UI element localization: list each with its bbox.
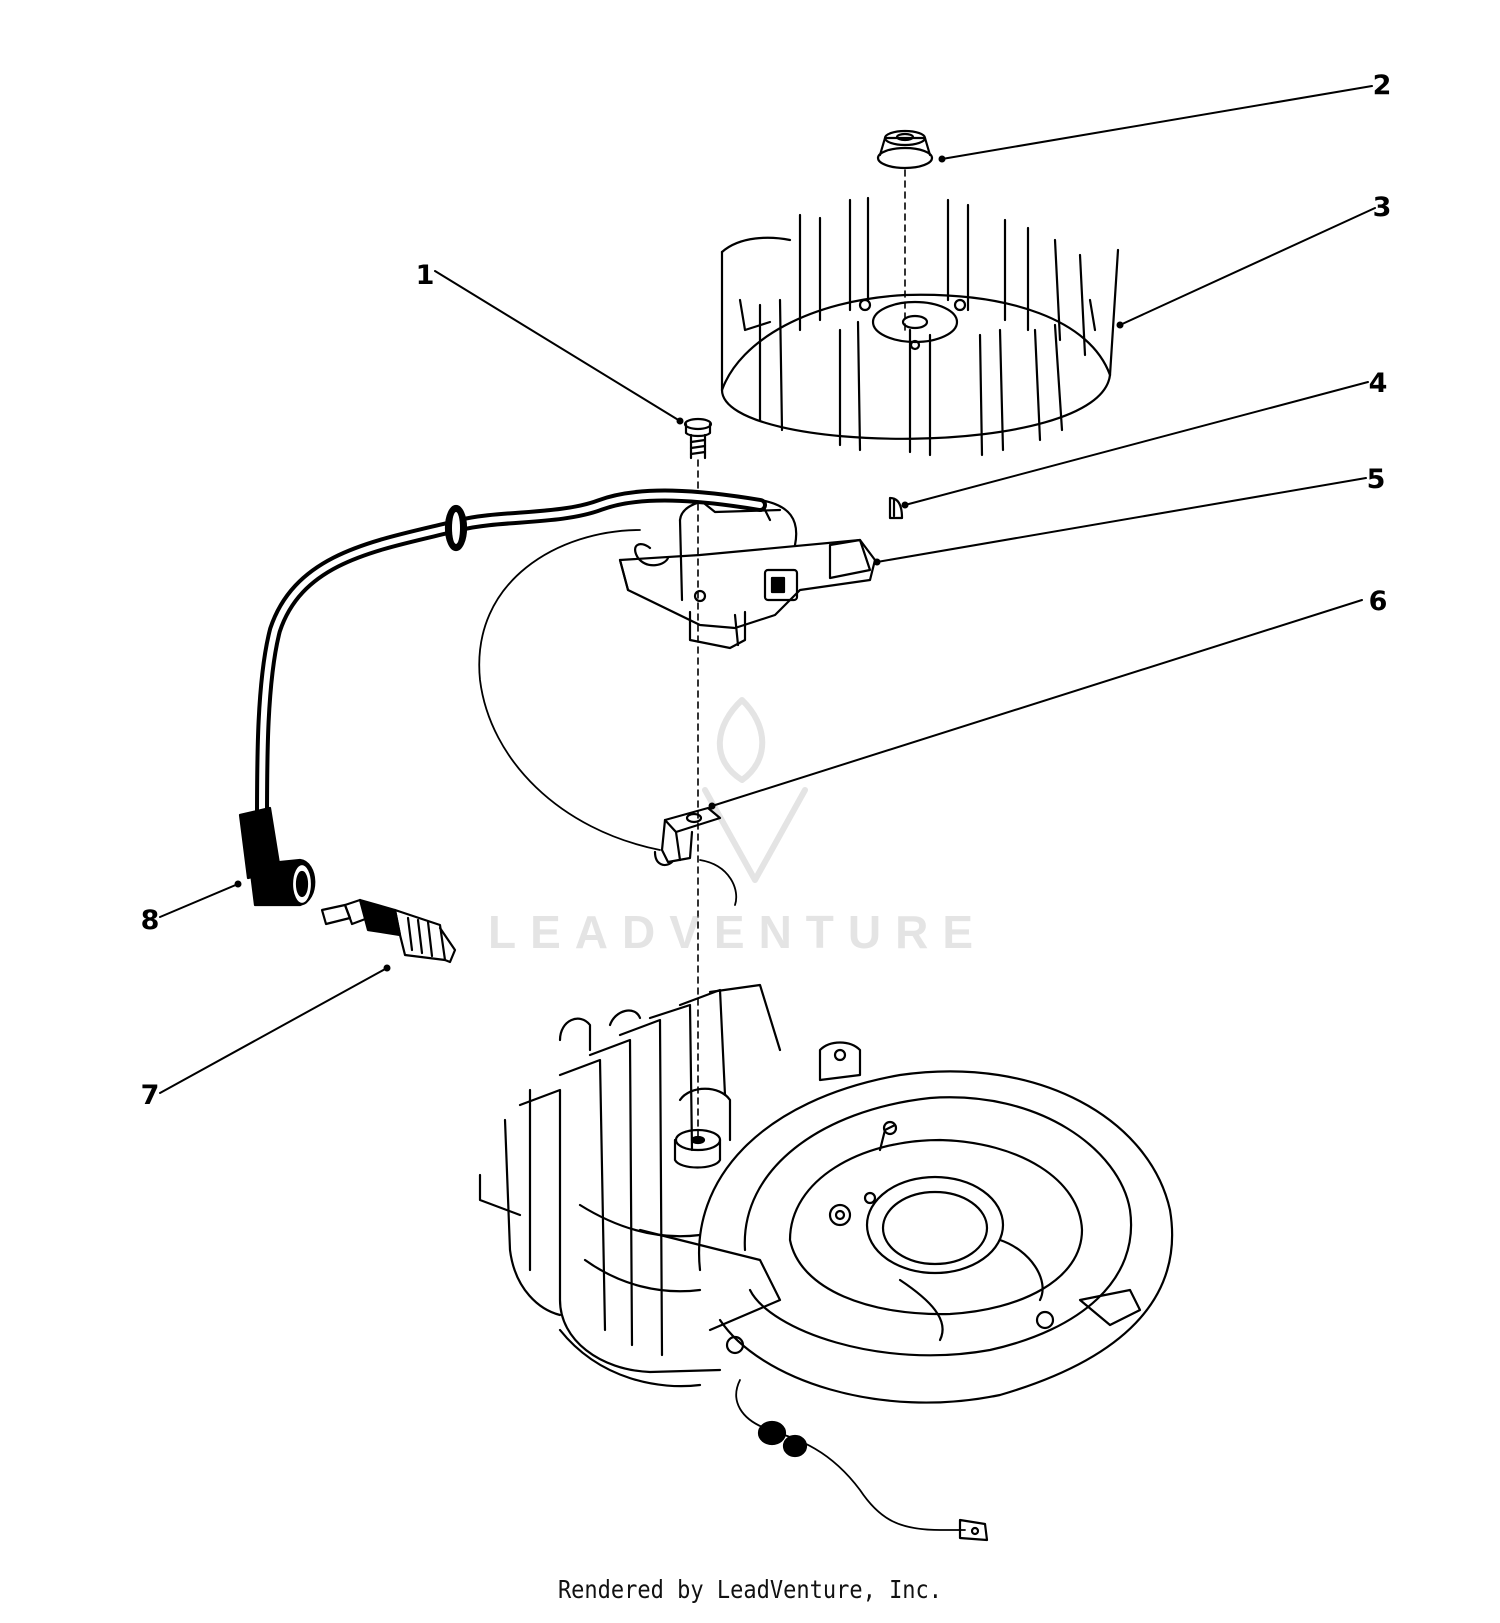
watermark-logo <box>702 697 808 883</box>
ground-clip <box>653 806 722 866</box>
spark-plug-boot <box>238 806 316 907</box>
watermark-text: LEADVENTURE <box>488 906 988 958</box>
ground-wire <box>478 529 738 906</box>
mounting-screw <box>683 417 713 1141</box>
callout-1: 1 <box>416 260 435 291</box>
callout-4: 4 <box>1369 368 1388 399</box>
spark-plug-lead <box>255 488 767 827</box>
flywheel <box>720 196 1120 457</box>
callout-8: 8 <box>141 905 160 936</box>
callout-6: 6 <box>1369 586 1388 617</box>
ignition-module <box>618 497 877 650</box>
callout-7: 7 <box>141 1080 160 1111</box>
engine-block <box>478 983 1174 1404</box>
footer-credit: Rendered by LeadVenture, Inc. <box>557 1576 943 1605</box>
woodruff-key <box>888 496 904 520</box>
leader-lines <box>159 85 1376 1094</box>
spark-plug <box>320 898 457 964</box>
callout-2: 2 <box>1373 70 1392 101</box>
callout-3: 3 <box>1373 192 1392 223</box>
kill-wire-terminal <box>735 1379 989 1542</box>
flywheel-nut <box>876 129 934 331</box>
callout-5: 5 <box>1367 464 1386 495</box>
callout-labels: 1 2 3 4 5 6 7 8 <box>141 70 1392 1111</box>
